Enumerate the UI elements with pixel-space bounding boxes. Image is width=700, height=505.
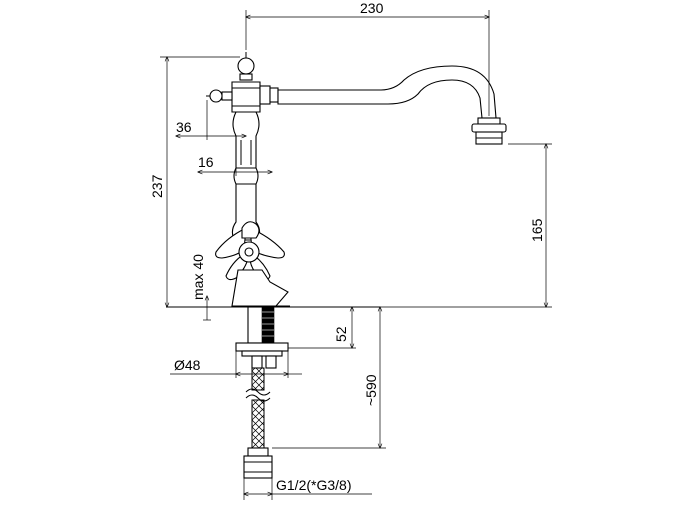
cross-handle <box>215 221 285 281</box>
aerator-ring <box>471 123 507 133</box>
dim-shank-length: 52 <box>288 307 356 348</box>
aerator-top <box>477 117 501 125</box>
side-knob-stem <box>221 91 233 101</box>
dim-label-230: 230 <box>360 0 384 16</box>
dim-label-16: 16 <box>198 154 214 170</box>
spout-pipe <box>277 65 497 119</box>
dim-label-52: 52 <box>333 326 349 342</box>
body-base <box>231 269 289 307</box>
finial-ball <box>237 57 255 75</box>
hose-end-collar <box>247 447 269 457</box>
spout-ring <box>269 87 279 103</box>
dim-handle-offset: 36 <box>176 100 246 140</box>
hose-end-nut <box>243 455 273 479</box>
dim-label-165: 165 <box>529 218 545 242</box>
break-mark-top <box>245 388 271 396</box>
shank-left <box>247 306 265 344</box>
dim-label-237: 237 <box>149 174 165 198</box>
dim-label-590: ~590 <box>363 374 379 406</box>
dim-label-thread: G1/2(*G3/8) <box>276 477 351 493</box>
dim-total-height: 237 <box>149 57 240 307</box>
dim-hose-length: ~590 <box>272 307 386 448</box>
dim-spout-reach: 230 <box>246 0 489 116</box>
spout <box>259 65 507 145</box>
dim-body-offset: 16 <box>198 150 272 176</box>
braided-hose <box>243 367 273 479</box>
break-mark-bottom <box>245 394 271 402</box>
dim-label-max-40: max 40 <box>190 254 206 300</box>
faucet-body <box>206 52 290 307</box>
body-column <box>231 111 261 241</box>
mounting-nut <box>241 350 283 357</box>
hose-fitting-right <box>265 355 277 369</box>
body-head <box>231 81 261 113</box>
spout-collar <box>259 85 271 105</box>
dim-max-deck: max 40 <box>190 254 211 321</box>
mounting-plate <box>235 342 289 352</box>
dim-spout-height: 165 <box>380 144 552 307</box>
side-knob-ball <box>209 89 223 103</box>
hose-fitting-left <box>251 355 263 369</box>
dim-label-36: 36 <box>176 119 192 135</box>
dim-base-diameter: Ø48 <box>170 351 302 378</box>
dim-label-d48: Ø48 <box>174 357 201 373</box>
shank-threaded <box>261 306 275 344</box>
dim-connection-thread: G1/2(*G3/8) <box>244 477 372 500</box>
finial-neck <box>239 73 253 81</box>
mounting-assembly <box>166 306 380 369</box>
